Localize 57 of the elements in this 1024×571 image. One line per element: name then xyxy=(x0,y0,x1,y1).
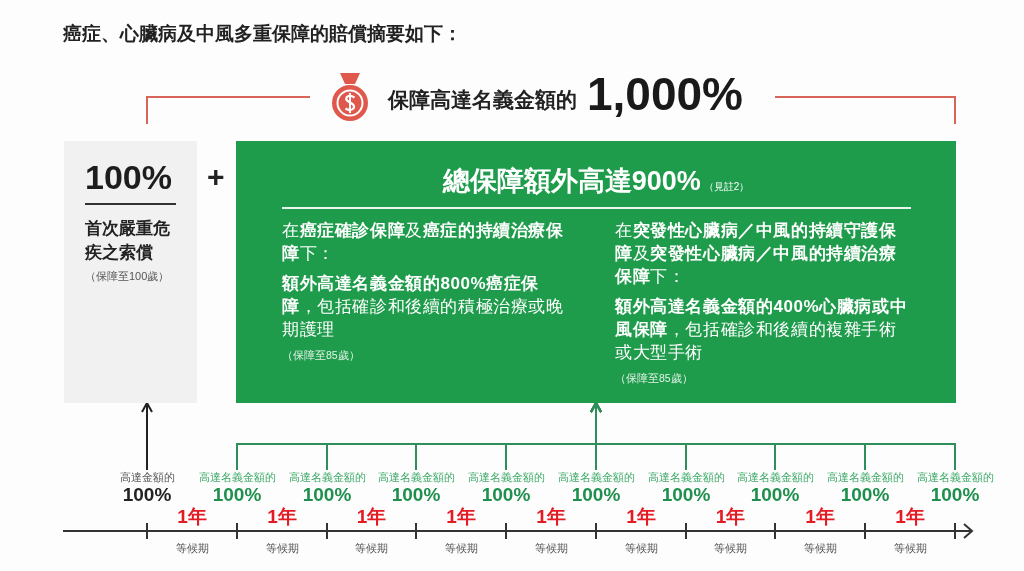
caption-text: 高達名義金額的 xyxy=(826,470,904,484)
plus-sign: + xyxy=(207,160,225,194)
info-panel xyxy=(236,141,956,403)
duration-label: 1年 xyxy=(177,507,207,527)
panel-text: 額外高達名義金額的400%心臟病或中風保障，包括確診和後續的複雜手術或大型手術 xyxy=(615,296,909,364)
duration-label: 1年 xyxy=(536,507,566,527)
period-label: 等候期 xyxy=(624,541,658,555)
period-label: 等候期 xyxy=(355,541,388,555)
percentage-figure: 100% xyxy=(930,484,980,506)
arrow xyxy=(141,402,153,471)
duration-label: 1年 xyxy=(446,507,476,527)
duration-label: 1年 xyxy=(356,507,387,527)
footnote-ref: （見註2） xyxy=(703,180,750,194)
duration-label: 1年 xyxy=(715,507,746,527)
banner-text: 保障高達名義金額的 xyxy=(388,87,577,113)
percentage-figure: 100% xyxy=(212,484,262,506)
note-text: （保障至100歲） xyxy=(85,269,170,284)
percentage-figure: 100% xyxy=(481,484,531,506)
duration-label: 1年 xyxy=(626,507,656,527)
period-label: 等候期 xyxy=(534,541,568,555)
period-label: 等候期 xyxy=(893,541,927,555)
period-label: 等候期 xyxy=(444,541,478,555)
percentage-figure: 100% xyxy=(750,484,800,506)
panel-text: 在癌症確診保障及癌症的持續治療保障下： xyxy=(282,220,565,265)
panel-text: 在突發性心臟病／中風的持續守護保障及突發性心臟病／中風的持續治療保障下： xyxy=(615,220,898,288)
info-panel xyxy=(64,141,197,403)
caption-text: 高達名義金額的 xyxy=(736,470,814,484)
period-label: 等候期 xyxy=(803,541,837,555)
caption-text: 高達名義金額的 xyxy=(647,470,725,484)
caption-text: 高達金額的 xyxy=(119,470,175,484)
panel-text: 額外高達名義金額的800%癌症保障，包括確診和後續的積極治療或晚期護理 xyxy=(282,273,565,341)
caption-text: 高達名義金額的 xyxy=(916,470,994,484)
period-label: 等候期 xyxy=(714,541,747,555)
percentage-figure: 100% xyxy=(571,484,621,506)
caption-text: 高達名義金額的 xyxy=(557,470,635,484)
caption-text: 高達名義金額的 xyxy=(377,470,455,484)
percentage-figure: 100% xyxy=(661,484,711,506)
percentage-figure: 1,000% xyxy=(587,68,743,120)
caption-text: 高達名義金額的 xyxy=(467,470,545,484)
note-text: （保障至85歲） xyxy=(282,348,361,362)
panel-text: 首次嚴重危疾之索償 xyxy=(85,218,171,264)
period-label: 等候期 xyxy=(175,541,209,555)
duration-label: 1年 xyxy=(267,507,297,527)
panel-heading: 總保障額外高達900% xyxy=(442,165,701,198)
note-text: （保障至85歲） xyxy=(615,371,694,385)
percentage-figure: 100% xyxy=(85,157,172,197)
title: 癌症、心臟病及中風多重保障的賠償摘要如下： xyxy=(63,22,462,46)
percentage-figure: 100% xyxy=(391,484,441,506)
caption-text: 高達名義金額的 xyxy=(288,470,366,484)
duration-label: 1年 xyxy=(805,507,835,527)
percentage-figure: 100% xyxy=(122,484,172,506)
percentage-figure: 100% xyxy=(302,484,352,506)
arrow xyxy=(590,402,956,471)
caption-text: 高達名義金額的 xyxy=(198,470,276,484)
percentage-figure: 100% xyxy=(840,484,890,506)
period-label: 等候期 xyxy=(265,541,299,555)
duration-label: 1年 xyxy=(895,507,925,527)
